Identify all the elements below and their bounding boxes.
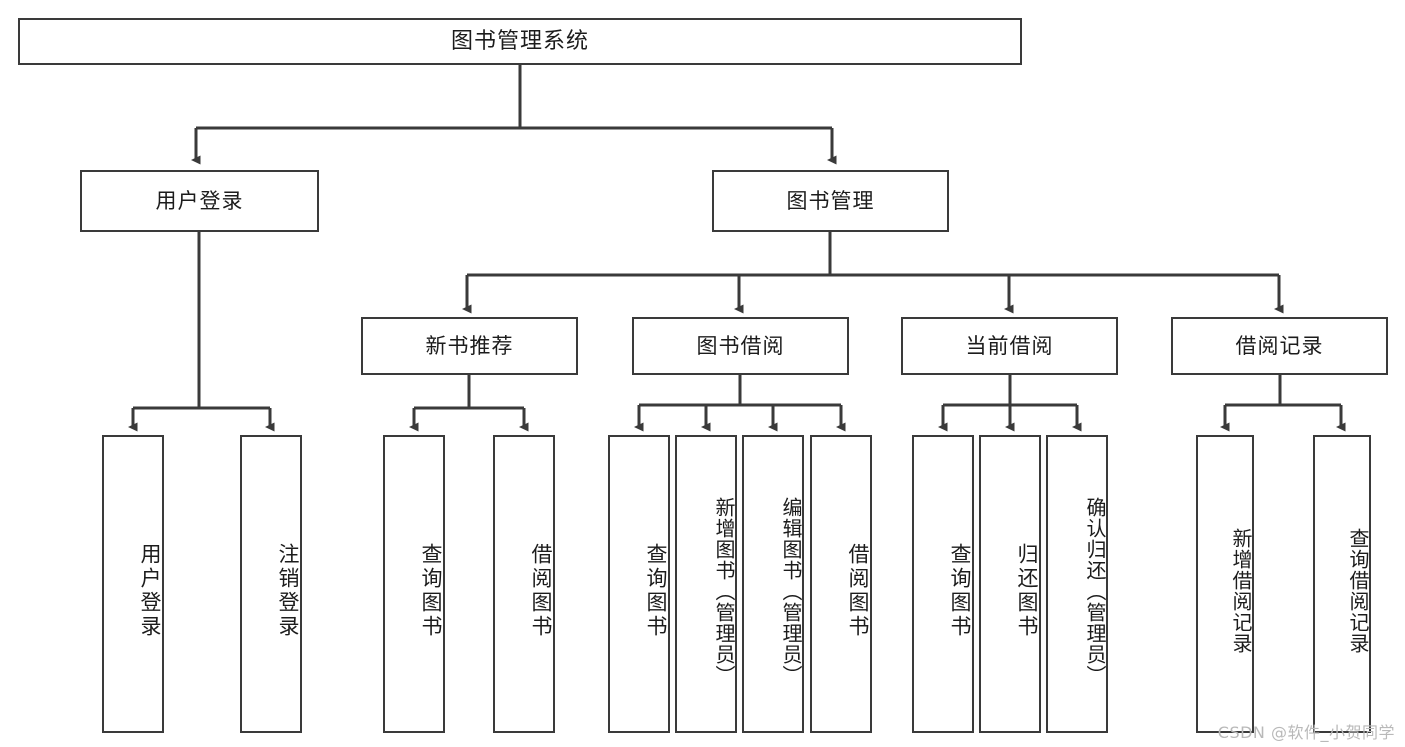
node-label: 借阅图书 [529, 543, 553, 639]
node-label: 当前借阅 [965, 333, 1054, 358]
node-label: 图书借阅 [696, 333, 785, 358]
node-label: 用户登录 [138, 543, 162, 639]
node-current-borrow[interactable]: 当前借阅 [901, 317, 1118, 375]
node-borrow-record[interactable]: 借阅记录 [1171, 317, 1388, 375]
node-leaf-query-book-current[interactable]: 查询图书 [912, 435, 974, 733]
node-book-management[interactable]: 图书管理 [712, 170, 949, 232]
node-label: 编辑图书（管理员） [779, 496, 803, 686]
node-user-login[interactable]: 用户登录 [80, 170, 319, 232]
node-label: 新书推荐 [425, 333, 514, 358]
node-label: 归还图书 [1015, 543, 1039, 639]
node-label: 借阅图书 [846, 543, 870, 639]
node-label: 注销登录 [276, 543, 300, 639]
node-leaf-logout[interactable]: 注销登录 [240, 435, 302, 733]
node-label: 借阅记录 [1235, 333, 1324, 358]
node-label: 新增借阅记录 [1229, 528, 1253, 654]
node-label: 图书管理系统 [450, 28, 589, 54]
node-leaf-borrow-book[interactable]: 借阅图书 [810, 435, 872, 733]
node-label: 图书管理 [786, 188, 875, 213]
node-leaf-edit-book-admin[interactable]: 编辑图书（管理员） [742, 435, 804, 733]
node-leaf-query-book-borrow[interactable]: 查询图书 [608, 435, 670, 733]
node-label: 用户登录 [155, 188, 244, 213]
node-label: 确认归还（管理员） [1083, 496, 1107, 686]
node-label: 查询图书 [948, 543, 972, 639]
node-leaf-user-login[interactable]: 用户登录 [102, 435, 164, 733]
node-book-borrow[interactable]: 图书借阅 [632, 317, 849, 375]
node-label: 查询图书 [644, 543, 668, 639]
node-leaf-query-borrow-record[interactable]: 查询借阅记录 [1313, 435, 1371, 733]
node-leaf-confirm-return-admin[interactable]: 确认归还（管理员） [1046, 435, 1108, 733]
node-leaf-add-borrow-record[interactable]: 新增借阅记录 [1196, 435, 1254, 733]
csdn-watermark: CSDN @软件_小贺同学 [1217, 723, 1395, 742]
node-label: 查询图书 [419, 543, 443, 639]
node-new-book-recommend[interactable]: 新书推荐 [361, 317, 578, 375]
node-leaf-return-book[interactable]: 归还图书 [979, 435, 1041, 733]
node-label: 查询借阅记录 [1346, 528, 1370, 654]
node-label: 新增图书（管理员） [712, 496, 736, 686]
node-root-system[interactable]: 图书管理系统 [18, 18, 1022, 65]
node-leaf-borrow-book-recommend[interactable]: 借阅图书 [493, 435, 555, 733]
node-leaf-add-book-admin[interactable]: 新增图书（管理员） [675, 435, 737, 733]
node-leaf-query-book-recommend[interactable]: 查询图书 [383, 435, 445, 733]
